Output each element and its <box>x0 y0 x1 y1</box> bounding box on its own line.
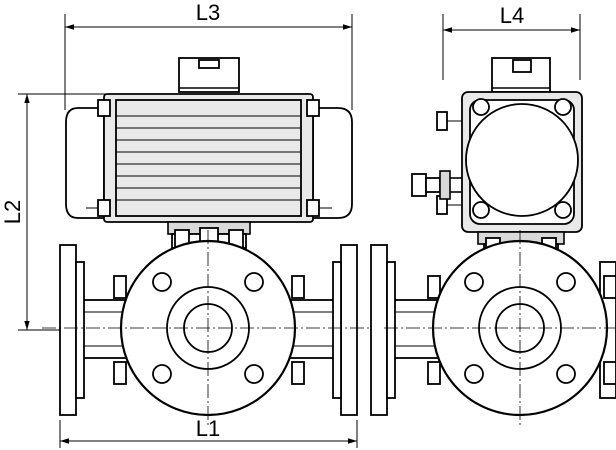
bolt-hole <box>464 272 484 292</box>
bolt-hole <box>152 364 172 384</box>
actuator-end-cap-left <box>65 107 105 219</box>
dimension-l4: L4 <box>442 3 581 80</box>
front-view <box>42 57 372 428</box>
actuator-profile <box>115 99 302 217</box>
actuator-end-cap-right <box>312 107 353 219</box>
dimension-label-l3: L3 <box>196 0 220 25</box>
flange-left-side <box>370 244 388 416</box>
bolt-hole <box>152 272 172 292</box>
air-fitting <box>411 170 462 200</box>
dimension-l1: L1 <box>59 416 358 448</box>
bolt-hole <box>556 272 576 292</box>
bolt-hole <box>244 364 264 384</box>
flange-right <box>340 244 358 416</box>
dimension-label-l2: L2 <box>0 200 25 224</box>
dimension-l3: L3 <box>64 0 353 110</box>
dimension-label-l4: L4 <box>500 3 524 28</box>
dimension-l2: L2 <box>0 93 105 331</box>
bolt-hole <box>464 364 484 384</box>
side-view <box>370 57 616 428</box>
bolt-hole <box>244 272 264 292</box>
actuator-cover <box>465 103 579 217</box>
flange-left <box>59 244 77 416</box>
dimension-label-l1: L1 <box>196 416 220 441</box>
bolt-hole <box>556 364 576 384</box>
